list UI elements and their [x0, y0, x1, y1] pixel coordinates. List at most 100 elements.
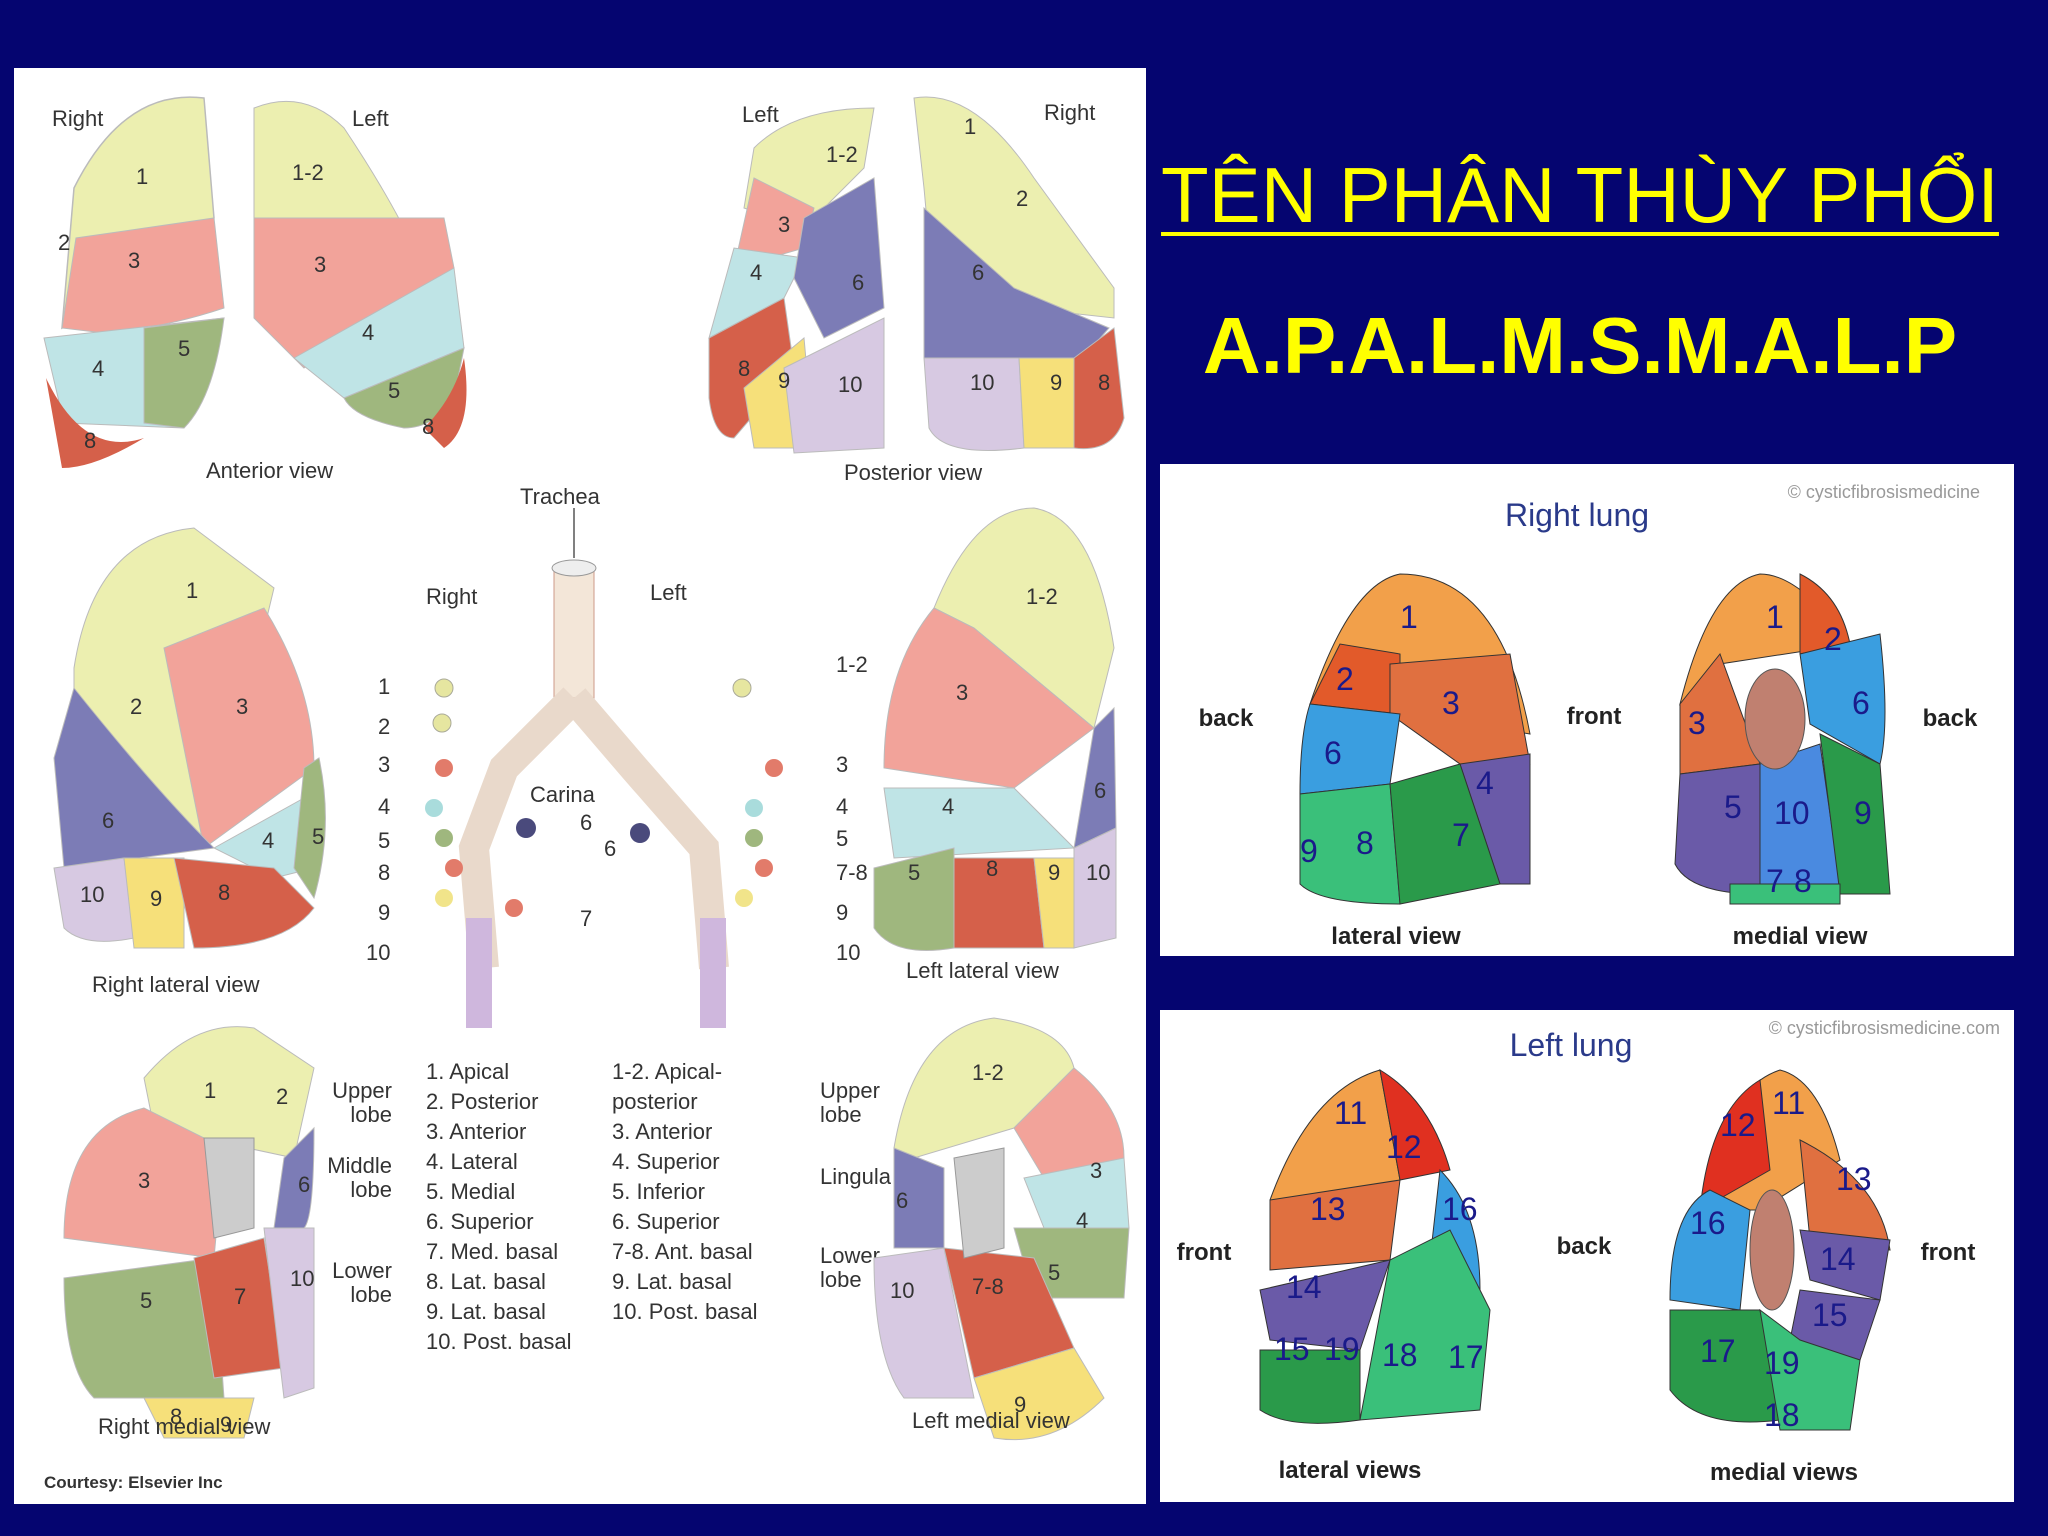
svg-text:10: 10 — [970, 370, 994, 395]
segment-10-medial — [263, 1227, 315, 1399]
segment-8-lateral — [173, 857, 315, 949]
label-bronchi-left: Left — [650, 580, 687, 605]
segment-9-medial — [143, 1397, 255, 1439]
legend-group-label: Lower — [820, 1243, 880, 1268]
svg-text:9: 9 — [1014, 1392, 1026, 1417]
svg-text:6: 6 — [896, 1188, 908, 1213]
svg-text:1: 1 — [204, 1078, 216, 1103]
svg-text:8: 8 — [378, 860, 390, 885]
svg-text:1-2: 1-2 — [972, 1060, 1004, 1085]
svg-text:2: 2 — [1824, 621, 1842, 657]
legend-item: 5. Medial — [426, 1179, 515, 1204]
svg-text:16: 16 — [1690, 1205, 1726, 1241]
svg-text:6: 6 — [1852, 685, 1870, 721]
legend-item: 6. Superior — [612, 1209, 720, 1234]
left-lung-panel: © cysticfibrosismedicine.com Left lung 1… — [1160, 1010, 2014, 1502]
svg-text:8: 8 — [986, 856, 998, 881]
svg-text:2: 2 — [130, 694, 142, 719]
svg-text:1: 1 — [186, 578, 198, 603]
svg-text:3: 3 — [378, 752, 390, 777]
svg-text:5: 5 — [140, 1288, 152, 1313]
svg-text:6: 6 — [102, 808, 114, 833]
svg-text:5: 5 — [378, 828, 390, 853]
svg-text:9: 9 — [150, 886, 162, 911]
legend-item: 9. Lat. basal — [612, 1269, 732, 1294]
label-carina: Carina — [530, 782, 596, 807]
caption-left-lateral-view: Left lateral view — [906, 958, 1059, 983]
svg-text:7: 7 — [580, 906, 592, 931]
segment-8-left — [424, 358, 467, 448]
legend-item: 4. Superior — [612, 1149, 720, 1174]
svg-text:12: 12 — [1386, 1129, 1422, 1165]
slide-title: TÊN PHÂN THÙY PHỔI — [1161, 151, 1999, 239]
svg-text:18: 18 — [1382, 1337, 1418, 1373]
svg-text:5: 5 — [836, 826, 848, 851]
legend-group-label: Middle — [327, 1153, 392, 1178]
svg-text:5: 5 — [908, 860, 920, 885]
legend-item: 10. Post. basal — [426, 1329, 572, 1354]
svg-text:4: 4 — [92, 356, 104, 381]
svg-text:2: 2 — [58, 230, 70, 255]
svg-text:17: 17 — [1448, 1339, 1484, 1375]
svg-text:8: 8 — [84, 428, 96, 453]
legend-item: 3. Anterior — [612, 1119, 712, 1144]
label-bronchi-right: Right — [426, 584, 477, 609]
svg-text:3: 3 — [314, 252, 326, 277]
svg-text:10: 10 — [836, 940, 860, 965]
svg-text:17: 17 — [1700, 1333, 1736, 1369]
segment-9-lateral — [123, 857, 185, 949]
right-lung-front: front — [1567, 703, 1622, 730]
svg-text:4: 4 — [262, 828, 274, 853]
svg-text:14: 14 — [1820, 1241, 1856, 1277]
legend-item: 2. Posterior — [426, 1089, 539, 1114]
svg-text:10: 10 — [290, 1266, 314, 1291]
svg-text:6: 6 — [298, 1172, 310, 1197]
svg-text:9: 9 — [836, 900, 848, 925]
svg-text:5: 5 — [1048, 1260, 1060, 1285]
right-lung-back-right: back — [1923, 705, 1978, 732]
svg-text:3: 3 — [778, 212, 790, 237]
svg-text:19: 19 — [1764, 1345, 1800, 1381]
legend-group-label: lobe — [820, 1102, 862, 1127]
svg-text:6: 6 — [852, 270, 864, 295]
svg-text:2: 2 — [378, 714, 390, 739]
svg-text:7: 7 — [234, 1284, 246, 1309]
posterior-label-right: Right — [1044, 100, 1095, 125]
svg-text:3: 3 — [1442, 685, 1460, 721]
segment-1-2-lateral-left — [933, 507, 1115, 729]
svg-text:2: 2 — [1336, 661, 1354, 697]
legend-item: 7. Med. basal — [426, 1239, 558, 1264]
svg-text:10: 10 — [838, 372, 862, 397]
svg-text:7: 7 — [1766, 863, 1784, 899]
legend-item: 7-8. Ant. basal — [612, 1239, 753, 1264]
caption-right-lateral-view: Right lateral view — [92, 972, 260, 997]
label-trachea: Trachea — [520, 484, 601, 509]
segment-10-posterior — [783, 317, 885, 454]
svg-text:8: 8 — [1098, 370, 1110, 395]
svg-text:13: 13 — [1310, 1191, 1346, 1227]
svg-text:9: 9 — [778, 368, 790, 393]
svg-text:6: 6 — [972, 260, 984, 285]
svg-text:15: 15 — [1812, 1297, 1848, 1333]
svg-text:19: 19 — [1324, 1331, 1360, 1367]
svg-text:4: 4 — [750, 260, 762, 285]
right-lung-copyright: © cysticfibrosismedicine — [1788, 482, 1980, 502]
svg-text:7: 7 — [1452, 817, 1470, 853]
courtesy-credit: Courtesy: Elsevier Inc — [44, 1473, 223, 1492]
segment-9-medial-left — [973, 1347, 1105, 1441]
svg-text:9: 9 — [1854, 795, 1872, 831]
left-lung-back: back — [1557, 1233, 1612, 1260]
svg-text:7-8: 7-8 — [836, 860, 868, 885]
segment-10-lateral-left — [1073, 827, 1117, 949]
svg-text:10: 10 — [1086, 860, 1110, 885]
